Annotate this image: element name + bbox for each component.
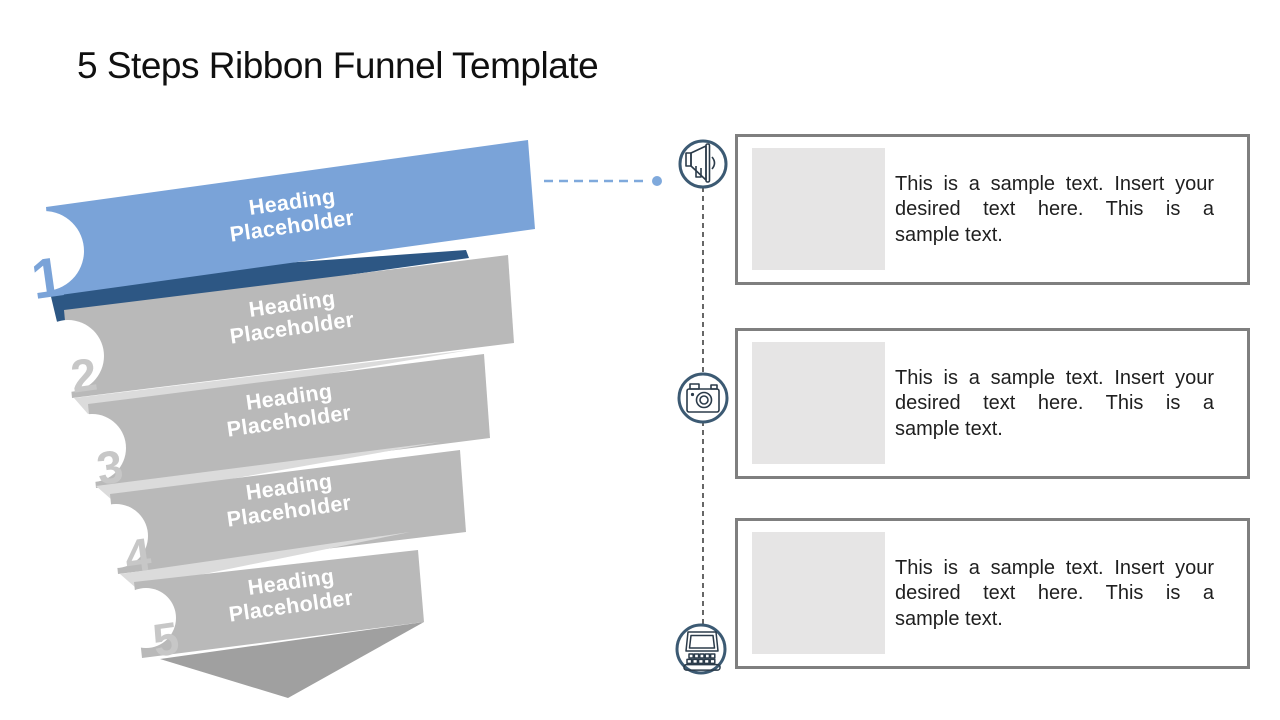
funnel-step-5: 5 Heading Placeholder [116,532,424,698]
text-line: This is a sample text. Insert your [895,172,1214,195]
timeline-node-3 [675,623,727,675]
funnel-step-1: 1 Heading Placeholder [4,140,535,326]
funnel-step-2: 2 Heading Placeholder [32,255,514,403]
ribbon-notch-5 [116,588,176,648]
ribbon-band-1 [46,140,535,296]
card-body-text: This is a sample text. Insert your desir… [895,365,1214,442]
image-placeholder [752,532,885,654]
ribbon-notch-3 [58,414,126,482]
text-line: sample text. [895,417,1003,440]
ribbon-band-3 [88,354,490,488]
ribbon-band-4 [110,450,466,574]
camera-icon [686,383,720,413]
image-placeholder [752,148,885,270]
ribbon-fold-1 [47,250,469,326]
info-card-2: This is a sample text. Insert your desir… [735,328,1250,479]
computer-keyboard-icon [683,631,721,671]
image-placeholder [752,342,885,464]
text-line: desired text here. This is a [895,197,1214,220]
text-line: desired text here. This is a [895,391,1214,414]
megaphone-icon [685,143,716,183]
ribbon-notch-1 [4,211,84,291]
card-body-text: This is a sample text. Insert your desir… [895,555,1214,632]
text-line: sample text. [895,223,1003,246]
timeline-node-2 [677,372,729,424]
icon-ring [677,372,729,424]
ribbon-band-5 [134,550,424,658]
info-card-1: This is a sample text. Insert your desir… [735,134,1250,285]
ribbon-fold-4 [120,532,410,588]
timeline-node-1 [678,139,728,189]
connector-dot [652,176,662,186]
text-line: desired text here. This is a [895,581,1214,604]
text-line: sample text. [895,607,1003,630]
text-line: This is a sample text. Insert your [895,366,1214,389]
funnel-step-3: 3 Heading Placeholder [58,350,490,495]
ribbon-band-2 [64,255,514,398]
ribbon-notch-2 [32,320,104,392]
text-line: This is a sample text. Insert your [895,556,1214,579]
funnel-tip [160,622,424,698]
ribbon-notch-4 [84,504,148,568]
page-title: 5 Steps Ribbon Funnel Template [77,45,599,86]
info-card-3: This is a sample text. Insert your desir… [735,518,1250,669]
card-body-text: This is a sample text. Insert your desir… [895,171,1214,248]
